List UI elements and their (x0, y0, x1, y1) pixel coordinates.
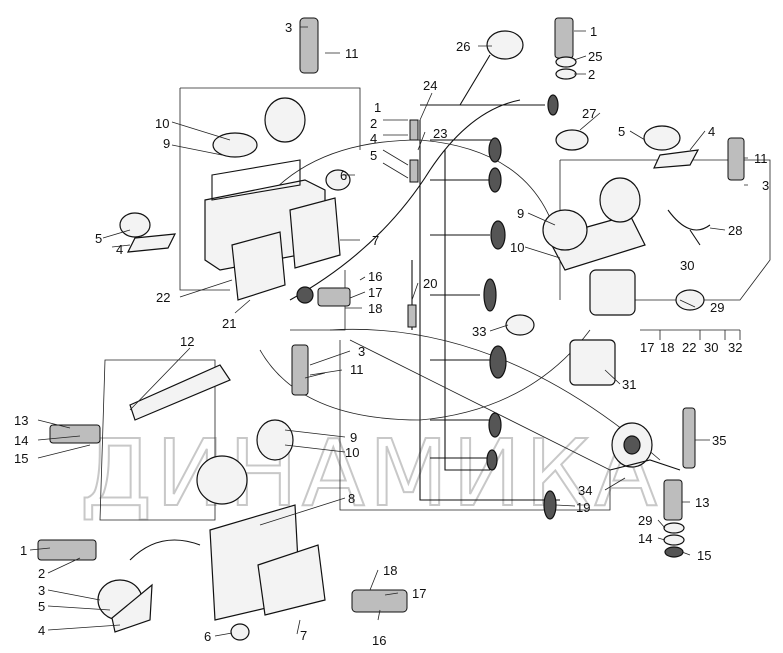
callout-4: 4 (116, 242, 123, 257)
callout-17: 17 (412, 586, 426, 601)
callout-7: 7 (372, 233, 379, 248)
top-cable-clip-assembly (459, 17, 577, 106)
callout-9: 9 (350, 430, 357, 445)
callout-1: 1 (20, 543, 27, 558)
callout-18: 18 (383, 563, 397, 578)
callout-5: 5 (38, 599, 45, 614)
callout-11: 11 (754, 151, 768, 166)
callout-5: 5 (370, 148, 377, 163)
callout-15: 15 (14, 451, 28, 466)
callout-8: 8 (348, 491, 355, 506)
callout-3: 3 (358, 344, 365, 359)
callout-labels: 3 11 10 9 5 4 22 21 6 7 16 17 18 1 2 4 5… (14, 20, 769, 648)
callout-22: 22 (156, 290, 170, 305)
callout-5: 5 (95, 231, 102, 246)
callout-11: 11 (350, 362, 364, 377)
callout-33: 33 (472, 324, 486, 339)
callout-10: 10 (345, 445, 359, 460)
callout-6: 6 (204, 629, 211, 644)
callout-11: 11 (345, 46, 359, 61)
callout-13: 13 (14, 413, 28, 428)
lower-left-headlight-assembly (37, 344, 408, 641)
callout-1: 1 (590, 24, 597, 39)
callout-28: 28 (728, 223, 742, 238)
callout-6: 6 (340, 168, 347, 183)
right-worklight-assembly (505, 125, 745, 386)
leader-lines (29, 26, 748, 637)
callout-3: 3 (38, 583, 45, 598)
callout-2: 2 (38, 566, 45, 581)
watermark-text: ДИНАМИКА (80, 420, 661, 527)
callout-2: 2 (588, 67, 595, 82)
callout-32: 32 (728, 340, 742, 355)
callout-23: 23 (433, 126, 447, 141)
callout-3: 3 (285, 20, 292, 35)
callout-26: 26 (456, 39, 470, 54)
callout-4: 4 (370, 131, 377, 146)
callout-29: 29 (710, 300, 724, 315)
harness-connectors (409, 94, 559, 520)
horn-assembly (609, 407, 696, 558)
callout-7: 7 (300, 628, 307, 643)
callout-4: 4 (38, 623, 45, 638)
callout-16: 16 (368, 269, 382, 284)
callout-22: 22 (682, 340, 696, 355)
callout-18: 18 (660, 340, 674, 355)
callout-21: 21 (222, 316, 236, 331)
callout-17: 17 (368, 285, 382, 300)
callout-5: 5 (618, 124, 625, 139)
callout-10: 10 (155, 116, 169, 131)
callout-9: 9 (163, 136, 170, 151)
callout-3: 3 (762, 178, 769, 193)
callout-12: 12 (180, 334, 194, 349)
callout-1: 1 (374, 100, 381, 115)
center-harness-frame (339, 340, 611, 511)
upper-left-headlight-assembly (119, 17, 351, 307)
callout-15: 15 (697, 548, 711, 563)
callout-29: 29 (638, 513, 652, 528)
callout-18: 18 (368, 301, 382, 316)
callout-31: 31 (622, 377, 636, 392)
callout-14: 14 (14, 433, 28, 448)
callout-19: 19 (576, 500, 590, 515)
callout-14: 14 (638, 531, 652, 546)
callout-35: 35 (712, 433, 726, 448)
callout-17: 17 (640, 340, 654, 355)
callout-2: 2 (370, 116, 377, 131)
callout-27: 27 (582, 106, 596, 121)
callout-4: 4 (708, 124, 715, 139)
callout-34: 34 (578, 483, 592, 498)
wiring-harness (249, 99, 661, 501)
callout-9: 9 (517, 206, 524, 221)
callout-30: 30 (704, 340, 718, 355)
callout-16: 16 (372, 633, 386, 648)
callout-20: 20 (423, 276, 437, 291)
callout-24: 24 (423, 78, 437, 93)
callout-13: 13 (695, 495, 709, 510)
callout-10: 10 (510, 240, 524, 255)
callout-30: 30 (680, 258, 694, 273)
callout-25: 25 (588, 49, 602, 64)
